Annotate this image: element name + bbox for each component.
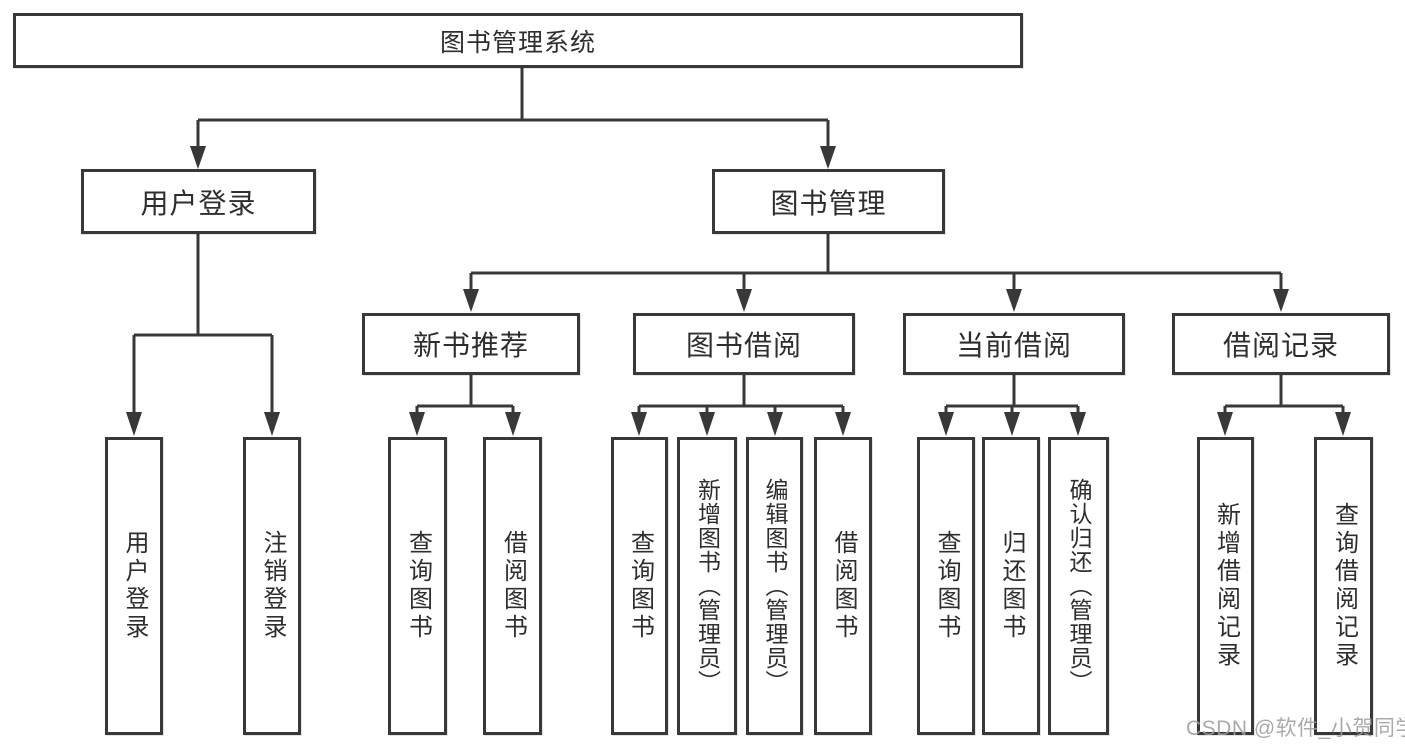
leaf-add-borrow-record: 新增借阅记录: [1197, 437, 1254, 735]
arrowhead: [1217, 412, 1233, 436]
node-label: 图书管理: [770, 187, 887, 219]
arrowhead: [1335, 412, 1351, 436]
node-library-management-system: 图书管理系统: [13, 13, 1023, 68]
arrowhead: [736, 289, 752, 312]
node-label: 注销登录: [259, 530, 286, 642]
connector-borrow-record-children: [1217, 375, 1351, 436]
node-label: 查询图书: [404, 530, 432, 642]
node-label: 借阅图书: [499, 530, 527, 642]
leaf-query-books-borrow: 查询图书: [611, 437, 668, 735]
arrowhead: [835, 412, 851, 436]
node-book-borrowing: 图书借阅: [633, 313, 855, 375]
leaf-query-books-current: 查询图书: [917, 437, 975, 735]
leaf-user-login: 用户登录: [105, 437, 163, 735]
node-label: 归还图书: [998, 530, 1025, 642]
node-current-borrowing: 当前借阅: [903, 313, 1125, 375]
arrowhead: [126, 412, 142, 436]
leaf-borrow-books: 借阅图书: [814, 437, 872, 735]
node-label: 借阅记录: [1222, 330, 1339, 361]
node-label: 确认归还（管理员）: [1066, 478, 1092, 694]
node-new-book-recommendation: 新书推荐: [362, 313, 580, 375]
connector-new-book-children: [409, 375, 521, 436]
node-user-login: 用户登录: [81, 169, 316, 234]
leaf-borrow-books-recommend: 借阅图书: [483, 437, 542, 735]
leaf-return-books: 归还图书: [982, 437, 1040, 735]
node-label: 借阅图书: [830, 530, 857, 642]
node-label: 图书借阅: [685, 330, 802, 361]
node-label: 查询图书: [626, 530, 654, 642]
node-label: 新增图书（管理员）: [694, 478, 721, 694]
node-label: 用户登录: [121, 530, 148, 642]
leaf-query-books-recommend: 查询图书: [388, 437, 447, 735]
node-label: 新增借阅记录: [1212, 502, 1240, 670]
csdn-watermark: CSDN @软件_小贺同学: [1186, 717, 1405, 740]
node-label: 用户登录: [140, 187, 257, 219]
arrowhead: [463, 289, 479, 312]
node-label: 新书推荐: [412, 330, 529, 361]
node-label: 编辑图书（管理员）: [762, 478, 788, 694]
arrowhead: [264, 412, 280, 436]
node-book-management: 图书管理: [712, 169, 945, 234]
leaf-query-borrow-record: 查询借阅记录: [1314, 437, 1373, 735]
leaf-add-books-admin: 新增图书（管理员）: [677, 437, 737, 735]
arrowhead: [190, 146, 206, 169]
node-label: 查询图书: [933, 530, 960, 642]
arrowhead: [1273, 289, 1289, 312]
node-label: 图书管理系统: [439, 28, 596, 57]
leaf-confirm-return-admin: 确认归还（管理员）: [1048, 437, 1109, 735]
leaf-logout: 注销登录: [243, 437, 301, 735]
arrowhead: [820, 146, 836, 169]
connector-book-management-children: [463, 234, 1289, 312]
connector-user-login-children: [126, 234, 280, 436]
arrowhead: [699, 412, 715, 436]
node-label: 查询借阅记录: [1330, 502, 1358, 670]
arrowhead: [767, 412, 783, 436]
node-label: 当前借阅: [955, 330, 1072, 361]
arrowhead: [1006, 289, 1022, 312]
arrowhead: [505, 412, 521, 436]
arrowhead: [938, 412, 954, 436]
node-borrowing-records: 借阅记录: [1172, 313, 1390, 375]
leaf-edit-books-admin: 编辑图书（管理员）: [746, 437, 803, 735]
connector-root-to-level2: [190, 68, 836, 169]
connector-book-borrow-children: [631, 375, 851, 436]
arrowhead: [631, 412, 647, 436]
arrowhead: [409, 412, 425, 436]
arrowhead: [1004, 412, 1020, 436]
connector-current-borrow-children: [938, 375, 1086, 436]
arrowhead: [1070, 412, 1086, 436]
